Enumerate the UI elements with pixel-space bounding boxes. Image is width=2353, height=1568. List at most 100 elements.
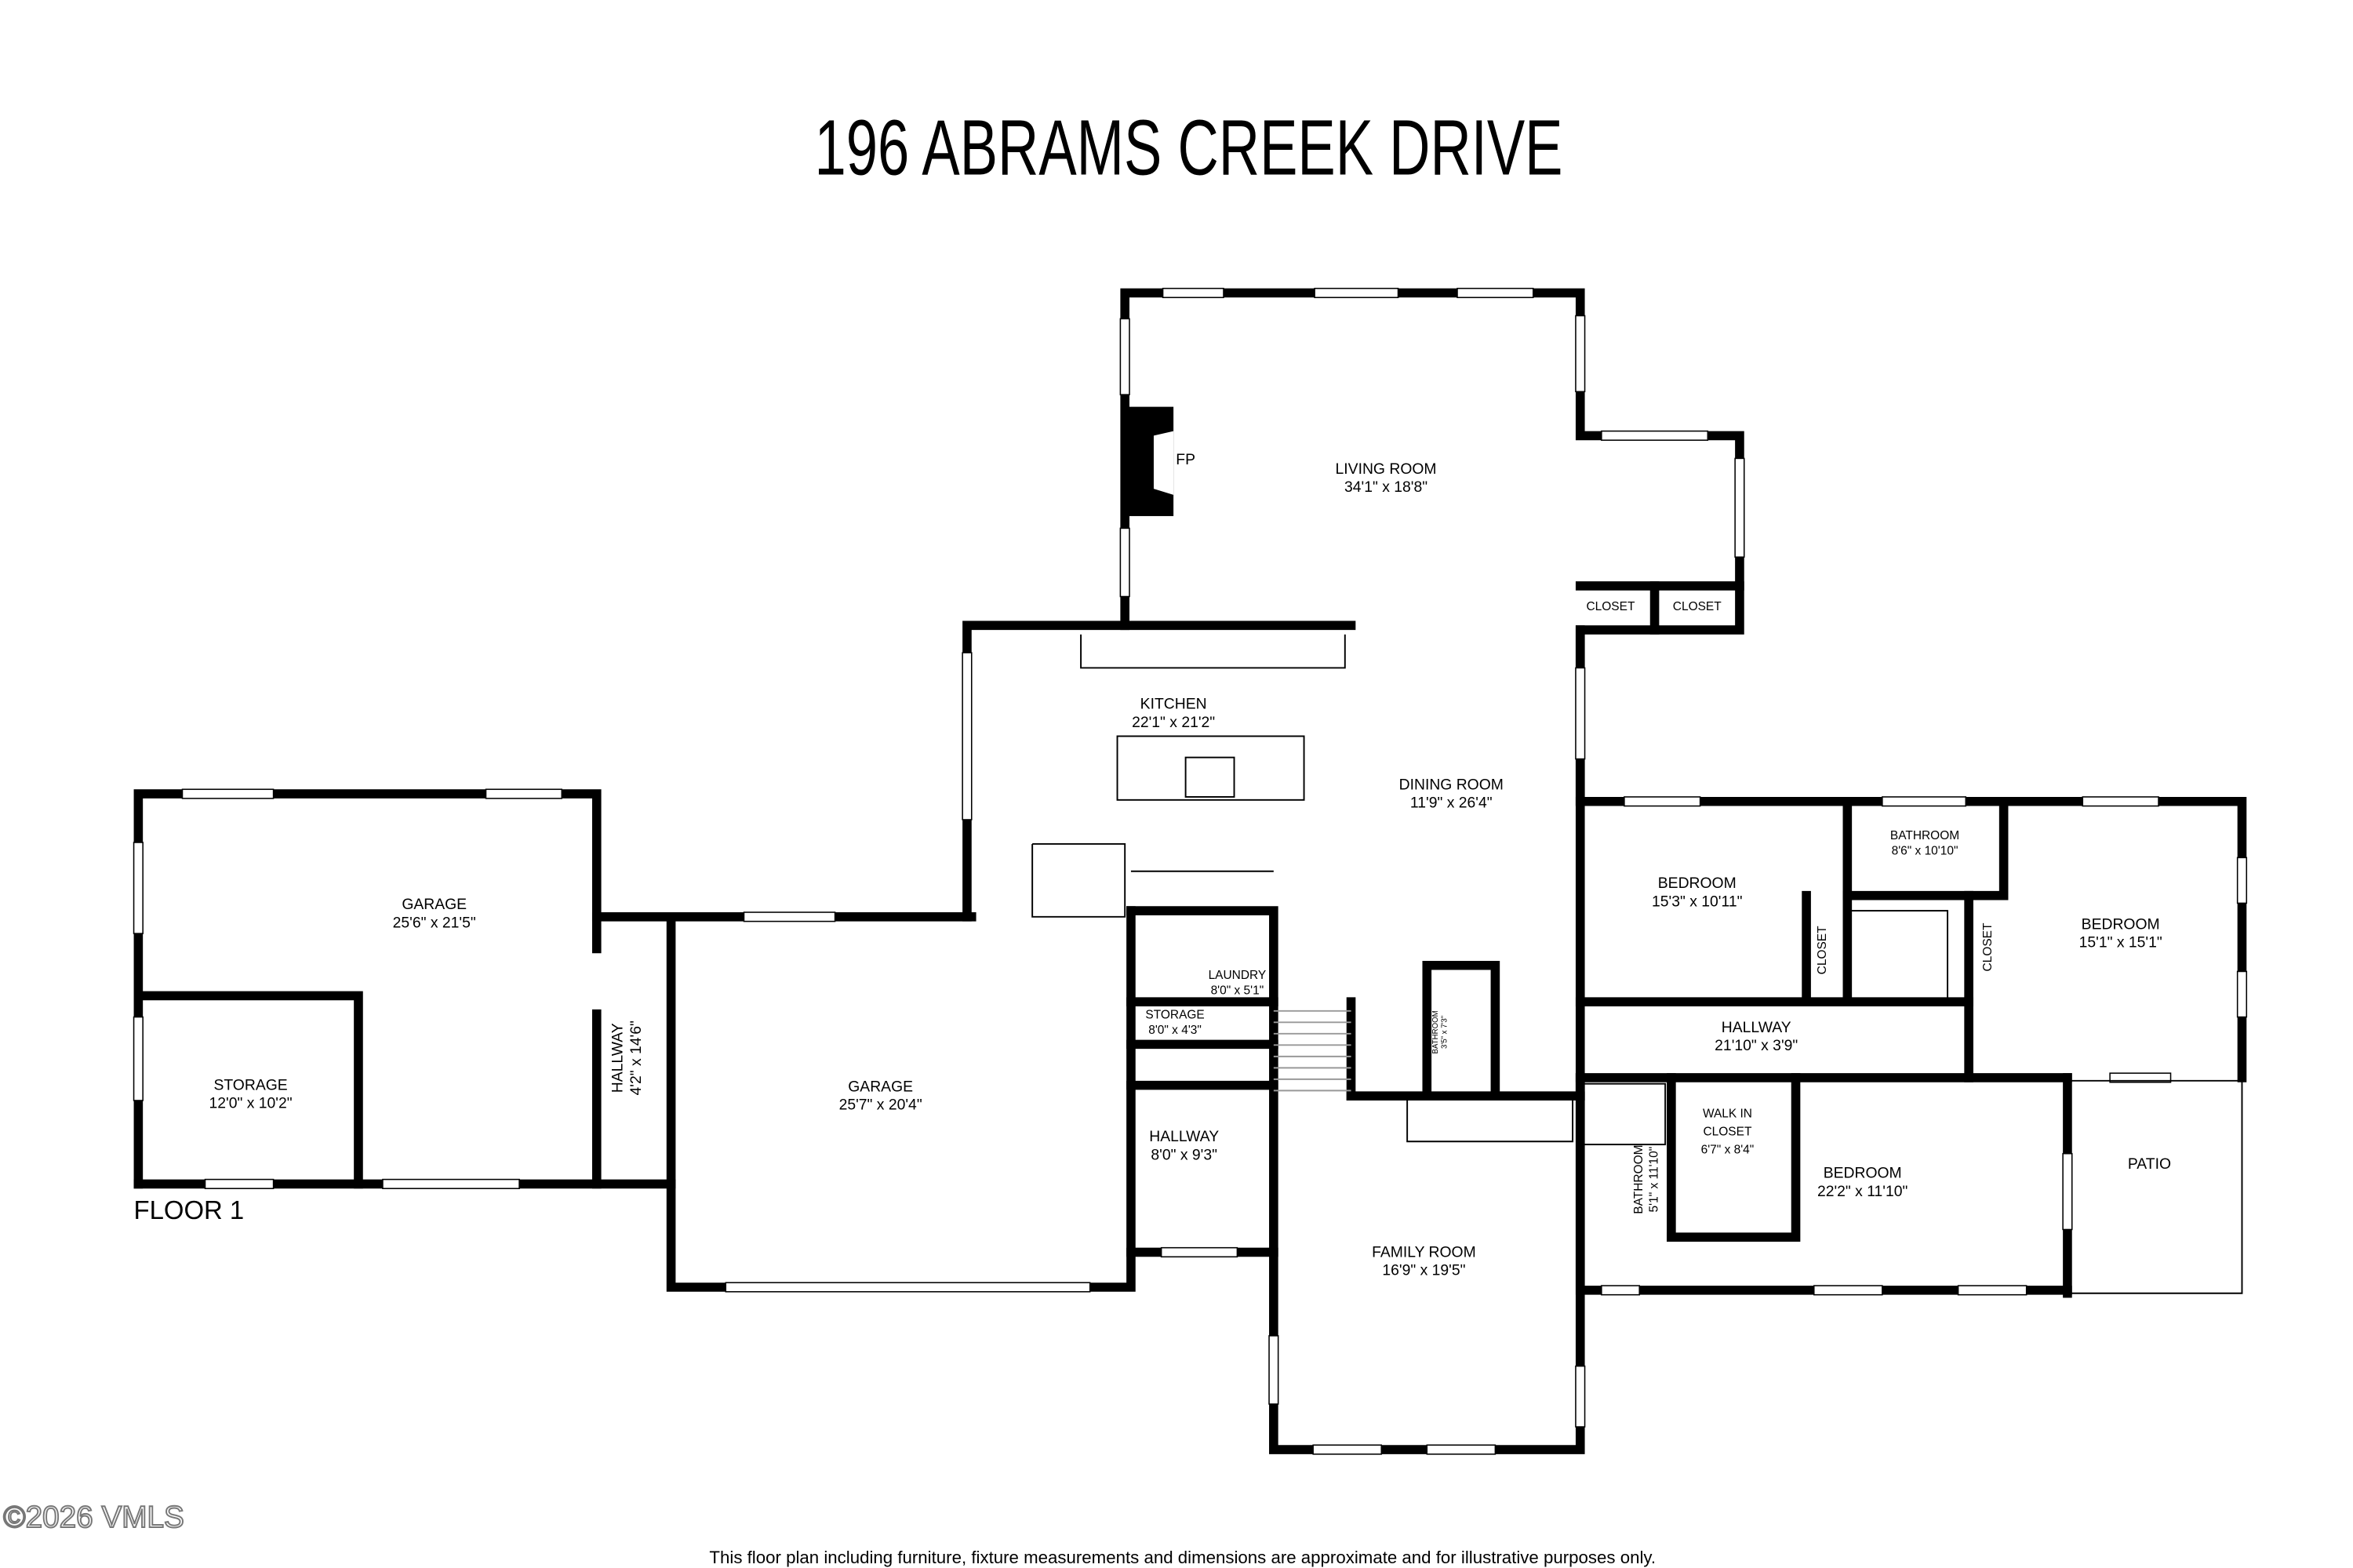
fixture-line	[1031, 842, 1126, 918]
svg-text:CLOSET: CLOSET	[1587, 600, 1635, 613]
svg-text:WALK IN: WALK IN	[1703, 1107, 1752, 1120]
window	[1957, 1285, 2028, 1296]
room-bathroom-jack: BATHROOM 8'6" x 10'10"	[1890, 829, 1959, 857]
wall	[1667, 1073, 1801, 1242]
svg-text:CLOSET: CLOSET	[1673, 600, 1722, 613]
window	[962, 652, 973, 820]
svg-text:HALLWAY: HALLWAY	[609, 1023, 627, 1093]
window	[2062, 1152, 2073, 1231]
svg-text:BATHROOM: BATHROOM	[1890, 829, 1959, 842]
svg-text:GARAGE: GARAGE	[848, 1078, 913, 1095]
room-garage-center: GARAGE 25'7" x 20'4"	[839, 1078, 922, 1113]
bathtub	[1848, 910, 1949, 1000]
closet-label: CLOSET	[1587, 600, 1635, 613]
copyright-watermark: ©2026 VMLS	[3, 1501, 184, 1534]
svg-text:8'0" x 4'3": 8'0" x 4'3"	[1148, 1024, 1202, 1037]
svg-text:LIVING ROOM: LIVING ROOM	[1336, 460, 1437, 478]
svg-text:BATHROOM: BATHROOM	[1431, 1010, 1440, 1053]
svg-text:LAUNDRY: LAUNDRY	[1209, 969, 1267, 982]
room-storage-small: STORAGE 8'0" x 4'3"	[1145, 1008, 1204, 1036]
wall	[962, 620, 1356, 922]
svg-text:BATHROOM: BATHROOM	[1632, 1144, 1646, 1213]
wall	[1422, 960, 1500, 1101]
window	[1314, 287, 1399, 299]
window	[1160, 1246, 1238, 1258]
fixture-line	[2067, 1079, 2243, 1294]
svg-text:KITCHEN: KITCHEN	[1140, 696, 1207, 713]
svg-text:8'0" x 5'1": 8'0" x 5'1"	[1211, 984, 1264, 998]
svg-text:CLOSET: CLOSET	[1704, 1125, 1752, 1138]
wall	[1575, 1073, 2072, 1295]
fireplace-opening	[1153, 431, 1174, 495]
svg-text:BEDROOM: BEDROOM	[2082, 915, 2160, 933]
window	[1457, 287, 1534, 299]
svg-text:GARAGE: GARAGE	[402, 896, 467, 913]
wall	[1120, 288, 1744, 806]
window	[725, 1282, 1091, 1293]
cooktop	[1184, 756, 1235, 798]
svg-text:4'2" x 14'6": 4'2" x 14'6"	[627, 1020, 645, 1095]
closet-label: CLOSET	[1981, 922, 1995, 971]
svg-text:BEDROOM: BEDROOM	[1824, 1165, 1902, 1182]
window	[2236, 970, 2248, 1018]
svg-text:STORAGE: STORAGE	[1145, 1008, 1204, 1021]
window	[204, 1178, 275, 1189]
svg-text:8'0" x 9'3": 8'0" x 9'3"	[1151, 1146, 1217, 1163]
window	[1268, 1335, 1279, 1405]
window	[485, 788, 563, 799]
window	[382, 1178, 520, 1189]
window	[1575, 667, 1586, 760]
window	[1882, 796, 1967, 807]
fireplace-label: FP	[1176, 451, 1195, 468]
fixture-line	[1406, 1100, 1574, 1143]
floor-label: FLOOR 1	[134, 1195, 245, 1224]
closet-label: CLOSET	[1816, 926, 1829, 974]
fixtures	[1031, 634, 2243, 1294]
svg-text:22'2" x 11'10": 22'2" x 11'10"	[1817, 1183, 1908, 1200]
window	[181, 788, 275, 799]
svg-text:DINING ROOM: DINING ROOM	[1399, 776, 1504, 793]
svg-text:BEDROOM: BEDROOM	[1658, 875, 1737, 892]
window	[1162, 287, 1224, 299]
window	[1813, 1285, 1883, 1296]
svg-text:STORAGE: STORAGE	[213, 1076, 287, 1093]
room-patio: PATIO	[2128, 1155, 2171, 1173]
svg-text:25'7" x 20'4": 25'7" x 20'4"	[839, 1097, 922, 1114]
svg-text:34'1" x 18'8": 34'1" x 18'8"	[1344, 478, 1427, 496]
svg-text:PATIO: PATIO	[2128, 1155, 2171, 1173]
room-laundry: LAUNDRY 8'0" x 5'1"	[1209, 969, 1267, 997]
page-title: 196 ABRAMS CREEK DRIVE	[814, 104, 1562, 191]
svg-text:8'6" x 10'10": 8'6" x 10'10"	[1892, 844, 1958, 857]
svg-text:CLOSET: CLOSET	[1981, 922, 1995, 971]
svg-text:25'6" x 21'5": 25'6" x 21'5"	[393, 914, 476, 931]
closet-label: CLOSET	[1673, 600, 1722, 613]
wall	[138, 991, 363, 1189]
svg-text:3'5" x 7'3": 3'5" x 7'3"	[1440, 1015, 1449, 1049]
bathtub	[1582, 1082, 1667, 1146]
window	[133, 842, 144, 934]
window	[1734, 457, 1745, 558]
window	[2109, 1072, 2172, 1083]
svg-text:HALLWAY: HALLWAY	[1149, 1128, 1219, 1145]
window	[1575, 315, 1586, 393]
svg-text:21'10" x 3'9": 21'10" x 3'9"	[1715, 1037, 1798, 1054]
wall	[133, 789, 602, 1189]
svg-text:CLOSET: CLOSET	[1816, 926, 1829, 974]
kitchen-island	[1116, 735, 1305, 801]
window	[743, 911, 836, 922]
disclaimer: This floor plan including furniture, fix…	[709, 1548, 1656, 1567]
svg-text:12'0" x 10'2": 12'0" x 10'2"	[209, 1095, 293, 1112]
svg-text:22'1" x 21'2": 22'1" x 21'2"	[1132, 714, 1215, 731]
